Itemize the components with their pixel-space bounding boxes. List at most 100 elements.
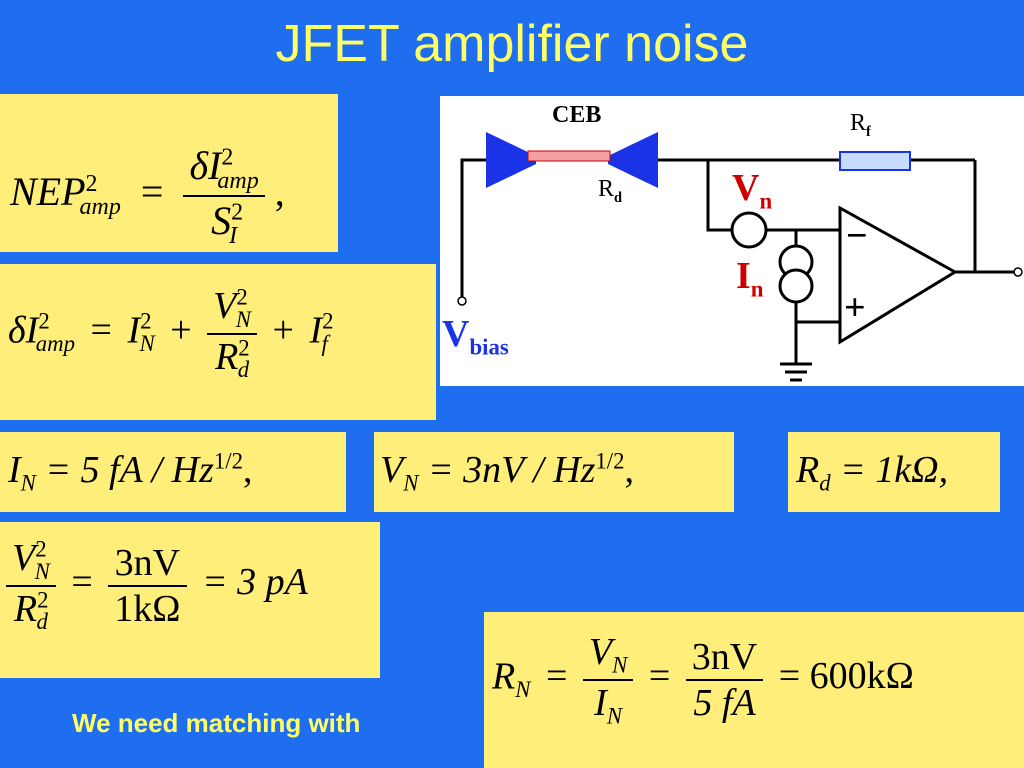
- rf-resistor-icon: [839, 151, 911, 171]
- in-sup: 1/2: [213, 448, 244, 474]
- nep-den-sub: I: [229, 223, 238, 249]
- ceb-label: CEB: [552, 102, 602, 128]
- rd-label: Rd: [598, 176, 622, 207]
- rn-num2: 3nV: [691, 635, 758, 678]
- vn-sub: N: [403, 470, 419, 496]
- rf-label: Rf: [850, 110, 871, 141]
- opamp-icon: [838, 205, 958, 345]
- in-value-box: IN = 5 fA / Hz1/2,: [0, 432, 346, 512]
- di-if-sub: f: [321, 330, 328, 356]
- nep-num-sub: amp: [217, 168, 259, 194]
- di-equals: =: [90, 309, 112, 352]
- rn-lhs: R: [492, 655, 516, 698]
- di-fraction: V2N R2d: [207, 284, 257, 383]
- di-sub: amp: [35, 330, 75, 356]
- opamp-plus-sign: +: [844, 287, 866, 329]
- nep-num-sup: 2: [221, 144, 234, 171]
- vn-source-icon: [730, 211, 768, 249]
- di-lhs: δI: [8, 309, 39, 352]
- ratio-rd-sup: 2: [37, 586, 49, 612]
- vn-value-box: VN = 3nV / Hz1/2,: [374, 432, 734, 512]
- di-vn: V: [213, 285, 237, 327]
- di-rd: R: [215, 335, 239, 378]
- vn-symbol: V: [380, 449, 404, 491]
- ratio-vn: V: [12, 537, 36, 579]
- circuit-svg: [457, 132, 1023, 382]
- in-sub: N: [20, 470, 36, 496]
- di-vn-sup: 2: [236, 284, 248, 310]
- di-sup: 2: [38, 308, 50, 334]
- delta-i-equation-box: δI2amp = I2N + V2N R2d + I2f: [0, 264, 436, 420]
- ratio-rd-sub: d: [36, 609, 48, 635]
- rn-lhs-sub: N: [515, 676, 531, 702]
- in-source-bottom-icon: [778, 268, 814, 304]
- vn-sup: 1/2: [595, 448, 625, 474]
- di-rd-sup: 2: [238, 334, 250, 360]
- vbias-label-sub: bias: [469, 334, 509, 360]
- rd-sub: d: [819, 470, 831, 496]
- vbias-terminal: [457, 296, 467, 306]
- ceb-absorber: [527, 150, 611, 162]
- antenna-right-icon: [608, 132, 658, 188]
- di-in: I: [127, 309, 141, 352]
- footer-note: We need matching with: [72, 708, 361, 738]
- vn-label-sub: n: [759, 188, 773, 214]
- in-label-sub: n: [750, 276, 764, 302]
- nep-num: δI: [189, 143, 222, 188]
- vn-comma: ,: [624, 449, 635, 491]
- antenna-left-icon: [486, 132, 536, 188]
- nep-equals: =: [140, 169, 164, 215]
- ratio-num: 3nV: [114, 541, 181, 584]
- slide-title: JFET amplifier noise: [275, 15, 749, 73]
- rn-equals-2: =: [648, 655, 671, 698]
- rf-label-sub: f: [866, 123, 871, 140]
- ratio-equation-box: V2N R2d = 3nV 1kΩ = 3 pA: [0, 522, 380, 678]
- di-in-sub: N: [139, 330, 155, 356]
- ratio-equals-2: = 3 pA: [202, 561, 308, 604]
- nep-fraction: δI2amp S2I: [183, 142, 265, 250]
- ratio-fraction-2: 3nV 1kΩ: [108, 541, 187, 631]
- nep-sub: amp: [79, 194, 121, 221]
- in-label-main: I: [736, 255, 751, 297]
- di-if-sup: 2: [322, 308, 334, 334]
- nep-den-sup: 2: [231, 199, 244, 226]
- nep-symbol: NEP: [10, 169, 86, 215]
- in-label: In: [736, 254, 763, 303]
- output-terminal: [1013, 267, 1023, 277]
- ratio-vn-sub: N: [34, 558, 50, 584]
- rf-label-main: R: [850, 110, 867, 136]
- di-if: I: [309, 309, 323, 352]
- rn-equals-1: =: [545, 655, 568, 698]
- nep-equation-box: NEP2amp = δI2amp S2I ,: [0, 94, 338, 252]
- ratio-fraction-1: V2N R2d: [6, 536, 56, 635]
- rd-label-main: R: [598, 176, 615, 202]
- vn-label: Vn: [732, 166, 772, 215]
- rn-num1: V: [588, 631, 613, 673]
- nep-den: S: [211, 198, 232, 243]
- vn-rhs: = 3nV / Hz: [427, 449, 596, 491]
- di-rd-sub: d: [237, 357, 250, 383]
- ratio-rd: R: [13, 587, 38, 630]
- opamp-minus-sign: −: [846, 215, 868, 257]
- rn-equation-box: RN = VN IN = 3nV 5 fA = 600kΩ: [484, 612, 1024, 768]
- di-in-sup: 2: [140, 308, 152, 334]
- circuit-diagram: CEB Rd Rf Vn In − + Vbias: [440, 96, 1024, 386]
- ground-symbol: [780, 362, 812, 382]
- nep-sup: 2: [85, 170, 98, 197]
- rn-equals-3: = 600kΩ: [778, 655, 914, 698]
- ratio-den: 1kΩ: [114, 587, 181, 630]
- rn-den2: 5 fA: [693, 681, 756, 724]
- vn-label-main: V: [732, 167, 760, 209]
- di-plus-2: +: [272, 309, 294, 352]
- rn-den1: I: [594, 681, 607, 724]
- rd-symbol: R: [796, 449, 820, 491]
- rn-num1-sub: N: [612, 652, 628, 678]
- in-rhs: = 5 fA / Hz: [45, 449, 214, 491]
- nep-comma: ,: [274, 169, 285, 215]
- rn-fraction-2: 3nV 5 fA: [685, 635, 764, 725]
- di-vn-sub: N: [235, 306, 251, 332]
- rn-fraction-1: VN IN: [582, 630, 634, 729]
- ratio-vn-sup: 2: [35, 536, 47, 562]
- rd-label-sub: d: [614, 189, 623, 206]
- rd-rhs: = 1kΩ,: [840, 449, 949, 491]
